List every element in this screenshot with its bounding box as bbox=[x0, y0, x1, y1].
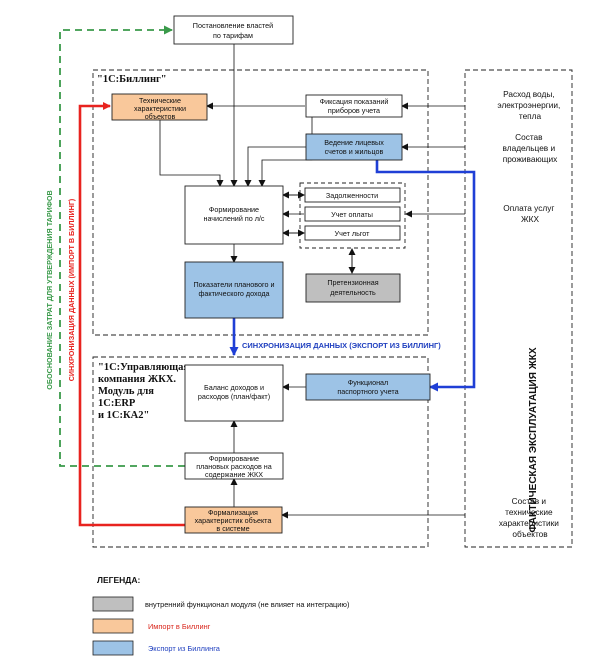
cost-justification-label: ОБОСНОВАНИЕ ЗАТРАТ ДЛЯ УТВЕРЖДЕНИЯ ТАРИФ… bbox=[45, 190, 54, 389]
billing-region bbox=[92, 69, 429, 336]
legend-item-import: Импорт в Биллинг bbox=[92, 618, 211, 634]
export-flow bbox=[229, 160, 476, 392]
operation-region bbox=[464, 69, 573, 548]
sub-functions-region bbox=[299, 182, 406, 249]
owners-label: Состав владельцев и проживающих bbox=[503, 132, 559, 164]
operation-region-title: ФАКТИЧЕСКАЯ ЭКСПЛУАТАЦИЯ ЖКХ bbox=[528, 347, 539, 532]
svg-text:Экспорт из Биллинга: Экспорт из Биллинга bbox=[148, 644, 221, 653]
legend-item-export: Экспорт из Биллинга bbox=[92, 640, 221, 656]
cost-justification-flow bbox=[59, 25, 185, 467]
connectors bbox=[159, 44, 465, 519]
sync-export-label: СИНХРОНИЗАЦИЯ ДАННЫХ (ЭКСПОРТ ИЗ БИЛЛИНГ… bbox=[242, 341, 441, 350]
legend-item-internal: внутренний функционал модуля (не влияет … bbox=[92, 596, 349, 612]
svg-text:Импорт в Биллинг: Импорт в Биллинг bbox=[148, 622, 211, 631]
sync-import-label: СИНХРОНИЗАЦИЯ ДАННЫХ (ИМПОРТ В БИЛЛИНГ) bbox=[67, 198, 76, 381]
payments-box: Учет оплаты bbox=[304, 206, 401, 222]
svg-text:Учет льгот: Учет льгот bbox=[335, 229, 371, 238]
resources-label: Расход воды, электроэнергии, тепла bbox=[497, 89, 562, 121]
debts-box: Задолженности bbox=[304, 187, 401, 203]
svg-text:Учет оплаты: Учет оплаты bbox=[331, 210, 373, 219]
import-flow bbox=[78, 102, 185, 527]
pay-services-label: Оплата услуг ЖКХ bbox=[503, 203, 556, 224]
zkh-region bbox=[92, 356, 429, 548]
object-chars-label: Состав и технические характеристики объе… bbox=[499, 496, 561, 539]
zkh-region-title: "1С:Управляющая компания ЖКХ. Модуль для… bbox=[98, 362, 192, 421]
legend-title: ЛЕГЕНДА: bbox=[97, 575, 140, 585]
benefits-box: Учет льгот bbox=[304, 225, 401, 241]
svg-text:внутренний функционал модуля (: внутренний функционал модуля (не влияет … bbox=[145, 600, 349, 609]
billing-region-title: "1С:Биллинг" bbox=[97, 74, 167, 85]
svg-text:Задолженности: Задолженности bbox=[326, 191, 378, 200]
